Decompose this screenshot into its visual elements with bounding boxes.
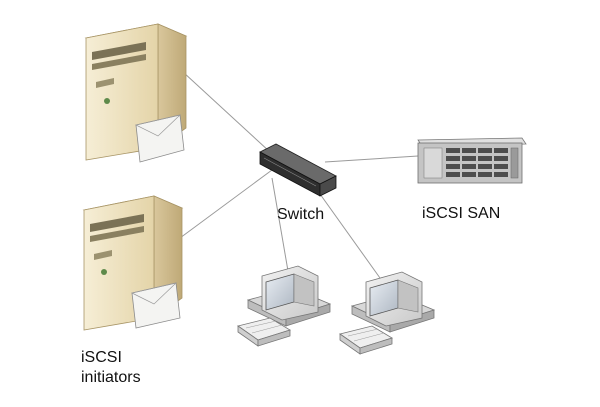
link-server-top-switch bbox=[182, 71, 271, 153]
workstation-left-icon bbox=[237, 265, 332, 347]
link-server-bottom-switch bbox=[179, 169, 273, 239]
server-top-icon bbox=[84, 23, 188, 163]
storage-rack-icon bbox=[417, 137, 527, 184]
workstation-right-icon bbox=[339, 271, 436, 355]
switch-label: Switch bbox=[277, 206, 325, 223]
link-switch-workstation-left bbox=[271, 177, 289, 272]
iscsi-initiators-label-line2: initiators bbox=[81, 369, 141, 386]
iscsi-initiators-label-line1: iSCSI bbox=[81, 349, 122, 366]
server-bottom-icon bbox=[82, 195, 184, 331]
link-switch-workstation-right bbox=[309, 179, 381, 279]
iscsi-san-label: iSCSI SAN bbox=[422, 205, 501, 222]
switch-icon bbox=[259, 143, 337, 197]
link-switch-san bbox=[324, 155, 419, 163]
connection-links bbox=[179, 71, 419, 279]
